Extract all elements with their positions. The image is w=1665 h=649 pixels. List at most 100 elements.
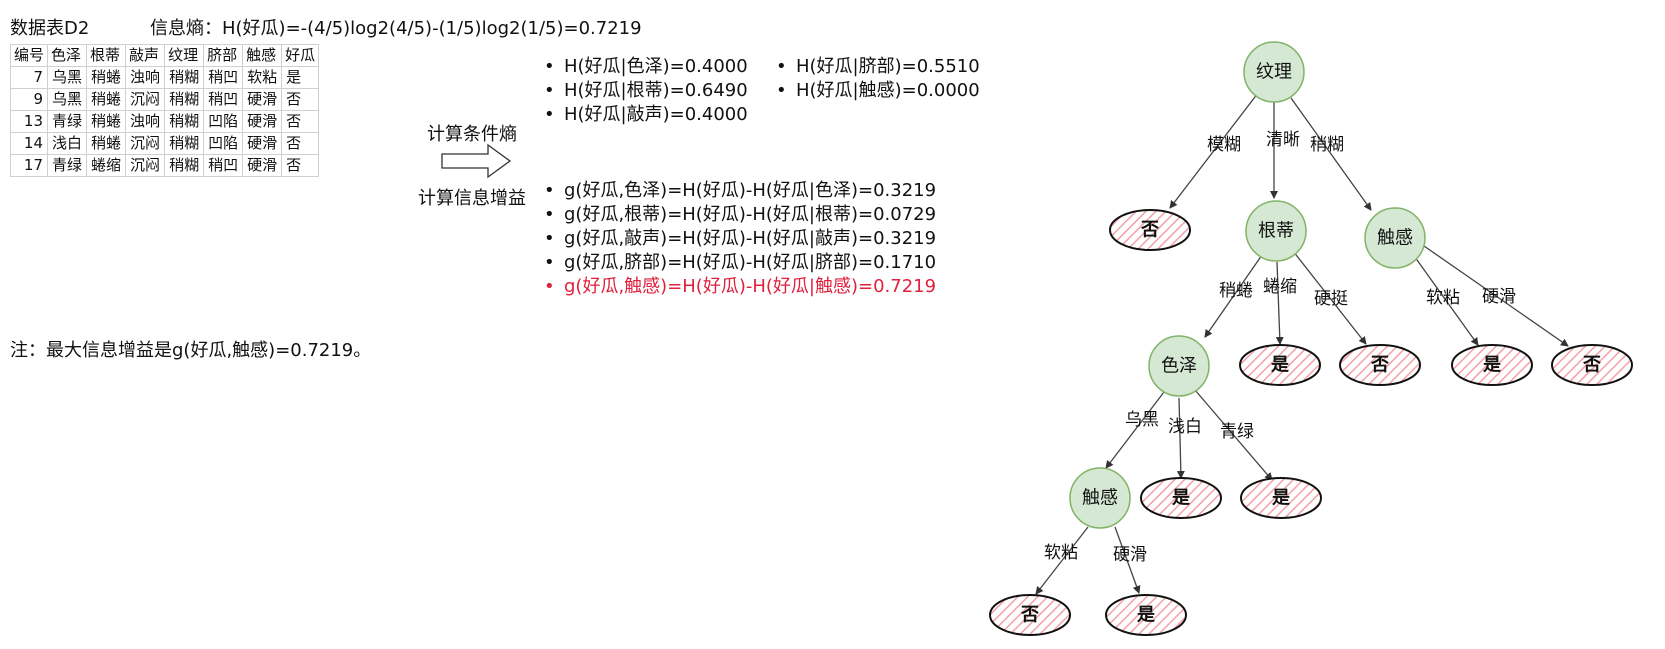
tree-edge [1114,526,1141,594]
tree-leaf-label: 是 [1482,355,1501,376]
table-cell: 是 [281,66,320,89]
tree-leaf [1239,344,1321,386]
table-title: 数据表D2 [10,18,90,39]
conditional-entropy-item: H(好瓜|触感)=0.0000 [776,79,980,103]
edge-label: 硬挺 [1314,289,1348,309]
tree-edge [1411,252,1479,346]
info-gain-item: g(好瓜,脐部)=H(好瓜)-H(好瓜|脐部)=0.1710 [544,251,936,275]
tree-leaf-label: 否 [1140,220,1159,241]
tree-leaf-label: 是 [1271,488,1290,509]
tree-node [1148,335,1210,397]
tree-edge [1423,245,1569,347]
tree-edge [1292,250,1367,345]
conditional-entropy-item: H(好瓜|根蒂)=0.6490 [544,79,748,103]
tree-leaf [1451,344,1533,386]
tree-leaf [1140,477,1222,519]
edge-label: 清晰 [1266,130,1300,150]
table-cell: 青绿 [47,154,88,177]
tree-edge [1169,92,1259,209]
table-cell: 沉闷 [125,88,166,111]
tree-node-label: 根蒂 [1258,221,1294,242]
tree-edge [1290,97,1372,211]
tree-leaf [1105,594,1187,636]
tree-edge [1275,261,1284,345]
edge-label: 蜷缩 [1263,277,1297,297]
conditional-entropy-item: H(好瓜|色泽)=0.4000 [544,55,748,79]
edge-label: 软粘 [1044,543,1078,563]
table-row: 9 乌黑 稍蜷 沉闷 稍糊 稍凹 硬滑 否 [9,88,320,111]
conditional-entropy-item: H(好瓜|脐部)=0.5510 [776,55,980,79]
tree-node-label: 纹理 [1256,62,1292,83]
table-cell: 9 [9,88,49,111]
edge-label: 软粘 [1426,288,1460,308]
tree-node [1069,467,1131,529]
tree-leaf-label: 是 [1171,488,1190,509]
edge-label: 浅白 [1168,417,1202,437]
tree-leaf [989,594,1071,636]
right-arrow-icon [441,143,512,179]
tree-node-label: 色泽 [1161,356,1197,377]
tree-edge [1204,254,1263,338]
table-cell: 否 [281,110,320,133]
column-header: 好瓜 [281,44,320,67]
table-cell: 13 [9,110,49,133]
info-gain-step-label: 计算信息增益 [418,188,526,209]
conditional-entropy-step-label: 计算条件熵 [427,124,517,145]
info-gain-list: g(好瓜,色泽)=H(好瓜)-H(好瓜|色泽)=0.3219 g(好瓜,根蒂)=… [544,179,936,299]
edge-label: 乌黑 [1125,410,1159,430]
edge-label: 稍蜷 [1219,281,1253,301]
tree-node-root [1243,41,1305,103]
tree-edge [1194,389,1273,481]
info-gain-item-max: g(好瓜,触感)=H(好瓜)-H(好瓜|触感)=0.7219 [544,275,936,299]
table-cell: 浅白 [47,132,88,155]
table-cell: 否 [281,132,320,155]
info-gain-item: g(好瓜,色泽)=H(好瓜)-H(好瓜|色泽)=0.3219 [544,179,936,203]
table-cell: 稍凹 [203,154,244,177]
edge-label: 青绿 [1220,422,1254,442]
table-cell: 沉闷 [125,132,166,155]
table-cell: 沉闷 [125,154,166,177]
note-text: 注：最大信息增益是g(好瓜,触感)=0.7219。 [10,340,372,361]
table-cell: 稍蜷 [86,110,127,133]
edge-label: 稍糊 [1310,135,1344,155]
table-header-row: 编号 色泽 根蒂 敲声 纹理 脐部 触感 好瓜 [9,44,320,67]
tree-leaf [1339,344,1421,386]
column-header: 敲声 [125,44,166,67]
data-table: 编号 色泽 根蒂 敲声 纹理 脐部 触感 好瓜 7 乌黑 稍蜷 浊响 稍糊 稍凹… [9,44,320,177]
tree-leaf [1109,209,1191,251]
table-cell: 硬滑 [242,154,283,177]
table-cell: 稍糊 [164,154,205,177]
table-cell: 蜷缩 [86,154,127,177]
table-row: 17 青绿 蜷缩 沉闷 稍糊 稍凹 硬滑 否 [9,154,320,177]
table-cell: 否 [281,154,320,177]
edge-label: 硬滑 [1482,287,1516,307]
tree-leaf-label: 否 [1020,605,1039,626]
tree-node [1245,200,1307,262]
edge-label: 硬滑 [1113,545,1147,565]
tree-edge [1176,397,1185,479]
tree-leaf-label: 否 [1370,355,1389,376]
tree-leaf [1551,344,1633,386]
table-cell: 14 [9,132,49,155]
tree-leaf-label: 否 [1582,355,1601,376]
tree-leaf-label: 是 [1270,355,1289,376]
tree-edge [1035,526,1089,595]
edge-label: 模糊 [1207,135,1241,155]
tree-node-label: 触感 [1082,488,1118,509]
tree-node [1364,207,1426,269]
table-cell: 硬滑 [242,88,283,111]
conditional-entropy-item: H(好瓜|敲声)=0.4000 [544,103,748,127]
conditional-entropy-list-right: H(好瓜|脐部)=0.5510 H(好瓜|触感)=0.0000 [776,55,980,103]
tree-node-label: 触感 [1377,228,1413,249]
column-header: 纹理 [164,44,205,67]
table-cell: 浊响 [125,110,166,133]
info-gain-item: g(好瓜,敲声)=H(好瓜)-H(好瓜|敲声)=0.3219 [544,227,936,251]
tree-leaf-label: 是 [1136,605,1155,626]
table-cell: 软粘 [242,66,283,89]
table-cell: 否 [281,88,320,111]
table-cell: 17 [9,154,49,177]
table-cell: 稍蜷 [86,88,127,111]
tree-edge [1105,391,1165,469]
conditional-entropy-list-left: H(好瓜|色泽)=0.4000 H(好瓜|根蒂)=0.6490 H(好瓜|敲声)… [544,55,748,127]
